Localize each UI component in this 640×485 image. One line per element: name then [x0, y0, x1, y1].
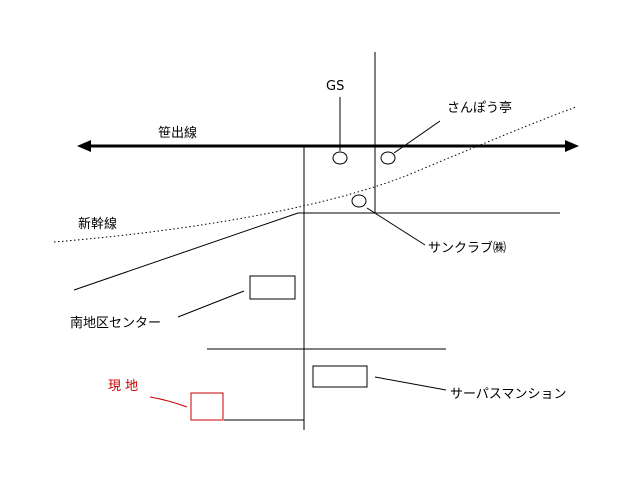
sunclub-label: サンクラブ㈱ [428, 240, 506, 256]
sanpou-tei-label: さんぽう亭 [447, 100, 512, 116]
minami-center-building [249, 275, 296, 300]
minami-center-leader [177, 290, 245, 318]
sanpou-tei-marker-icon [380, 151, 396, 165]
arrow-right-icon [565, 140, 579, 152]
gs-label: GS [326, 79, 344, 94]
super-mansion-leader [374, 376, 447, 391]
street-diagonal [73, 212, 299, 291]
sunclub-leader [366, 207, 426, 246]
sasade-road-label: 笹出線 [158, 125, 197, 141]
shinkansen-line [53, 106, 577, 243]
super-mansion-building [312, 365, 368, 388]
site-leader [149, 396, 188, 408]
minami-center-label: 南地区センター [70, 315, 161, 331]
site-marker [190, 392, 224, 421]
sunclub-marker-icon [351, 194, 367, 208]
super-mansion-label: サーパスマンション [450, 387, 566, 402]
gs-marker-icon [332, 151, 348, 165]
sanpou-tei-leader [393, 120, 441, 154]
shinkansen-label: 新幹線 [78, 216, 117, 232]
arrow-left-icon [77, 140, 91, 152]
site-label: 現 地 [108, 379, 138, 394]
